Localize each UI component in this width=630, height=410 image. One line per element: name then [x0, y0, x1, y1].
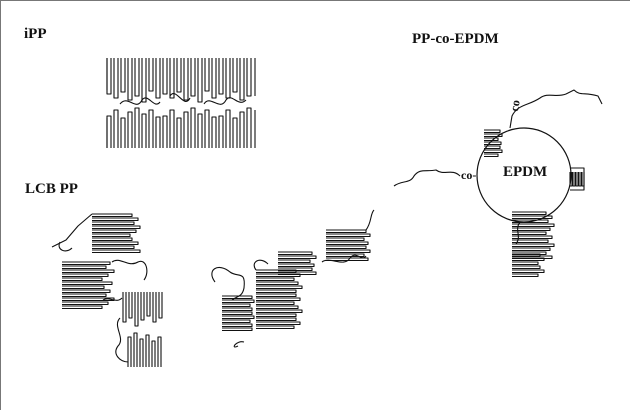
lcb1-mid-chain: [112, 260, 147, 280]
epdm-right-lamellae: [570, 172, 584, 186]
lcb2-left-lamellae: [222, 296, 254, 331]
co-link-label-left: co-: [461, 168, 476, 183]
lcb2-top-lamellae: [326, 230, 370, 261]
lcb-cluster-2: [212, 210, 374, 347]
lcb1-top-lamellae: [92, 214, 140, 253]
epdm-bottom-lamellae: [512, 254, 544, 277]
epdm-bottom-chain: [516, 222, 520, 244]
epdm-left-chain: [394, 170, 460, 186]
co-link-label-top: co: [507, 99, 524, 113]
ipp-lower-lamellae: [107, 108, 251, 148]
lcb1-mid-lamellae: [62, 262, 114, 309]
lcb1-right-lamellae: [123, 292, 162, 326]
lcb1-top-chain: [52, 214, 92, 251]
epdm-label: EPDM: [503, 164, 547, 181]
ipp-upper-lamellae: [107, 58, 251, 102]
ipp-label: iPP: [24, 26, 47, 43]
lcb1-bottom-lamellae: [128, 333, 161, 367]
lcb-cluster-1: [52, 214, 162, 367]
epdm-upper-lamellae: [484, 130, 502, 157]
lcb-pp-label: LCB PP: [25, 181, 78, 198]
epdm-top-chain: [510, 90, 602, 128]
pp-co-epdm-assembly: [394, 90, 602, 277]
lcb2-center-lamellae: [256, 270, 302, 329]
lcb1-bottom-chain: [116, 318, 128, 362]
pp-co-epdm-label: PP-co-EPDM: [412, 31, 499, 48]
lcb2-left-chain: [212, 267, 244, 300]
ipp-lamellae: [107, 58, 255, 148]
lcb2-upper-lamellae: [278, 252, 316, 275]
